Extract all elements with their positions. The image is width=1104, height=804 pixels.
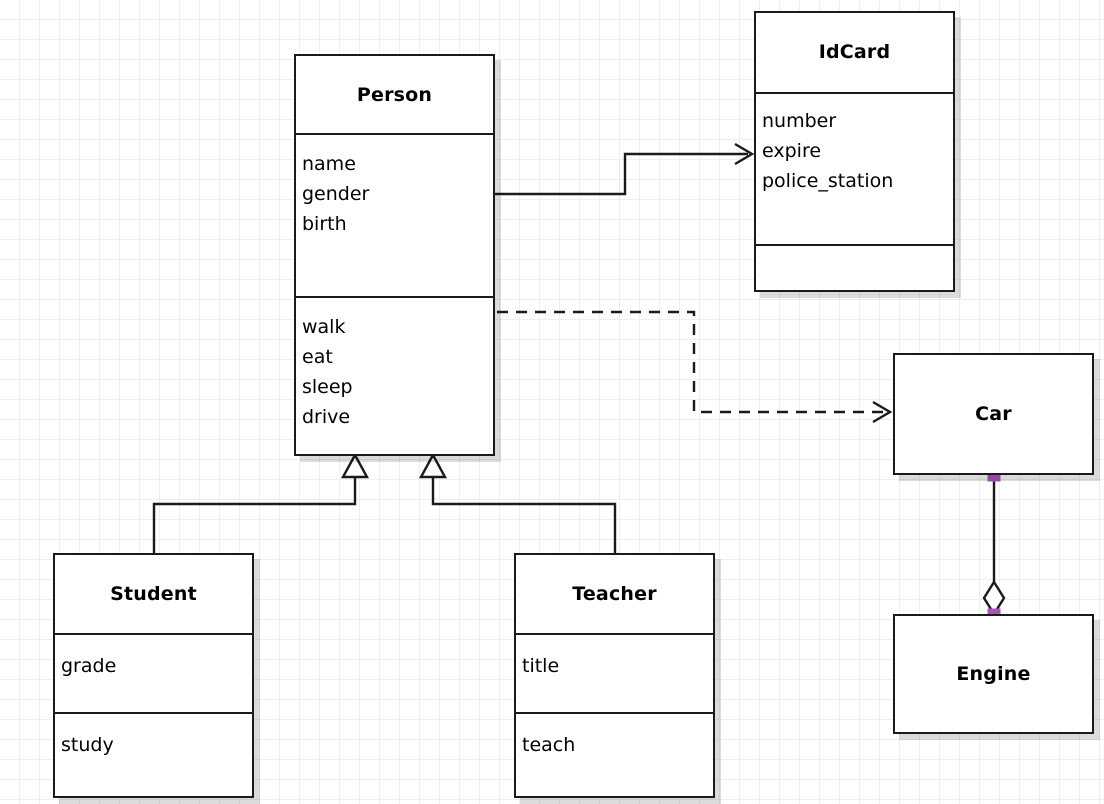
attribute-item: police_station	[762, 169, 894, 192]
class-title: Engine	[956, 663, 1031, 685]
relationship-car-engine[interactable]	[982, 475, 1006, 617]
class-title: Teacher	[572, 583, 657, 606]
class-title: Student	[110, 583, 197, 606]
uml-class-teacher[interactable]: Teacher title teach	[514, 553, 715, 798]
attribute-item: birth	[302, 213, 347, 235]
class-methods-compartment: teach	[516, 712, 713, 796]
method-item: study	[61, 734, 114, 757]
uml-class-engine[interactable]: Engine	[893, 614, 1094, 734]
method-item: sleep	[302, 376, 353, 398]
class-attributes-compartment: grade	[55, 633, 252, 712]
class-name-compartment: Car	[895, 355, 1092, 473]
class-name-compartment: Student	[55, 555, 252, 633]
class-methods-compartment	[756, 244, 953, 290]
relationship-person-idcard[interactable]	[495, 142, 755, 196]
attribute-item: title	[522, 655, 560, 678]
method-item: drive	[302, 406, 351, 428]
attribute-item: number	[762, 109, 837, 132]
class-attributes-compartment: number expire police_station	[756, 91, 953, 245]
class-name-compartment: IdCard	[756, 13, 953, 92]
method-item: walk	[302, 316, 346, 338]
class-name-compartment: Engine	[895, 616, 1092, 732]
class-name-compartment: Person	[296, 56, 493, 133]
attribute-item: grade	[61, 655, 117, 678]
relationship-person-car[interactable]	[497, 310, 893, 424]
method-item: eat	[302, 346, 333, 368]
method-item: teach	[522, 734, 576, 757]
class-title: Person	[356, 83, 433, 106]
uml-class-student[interactable]: Student grade study	[53, 553, 254, 798]
attribute-item: name	[302, 153, 356, 175]
uml-class-person[interactable]: Person name gender birth walk eat sleep …	[294, 54, 495, 456]
class-title: Car	[975, 403, 1012, 425]
class-methods-compartment: study	[55, 712, 252, 796]
class-name-compartment: Teacher	[516, 555, 713, 633]
relationship-student-person[interactable]	[152, 452, 370, 553]
attribute-item: expire	[762, 139, 822, 162]
uml-class-car[interactable]: Car	[893, 353, 1094, 475]
class-title: IdCard	[818, 41, 891, 64]
relationship-teacher-person[interactable]	[418, 452, 617, 553]
class-methods-compartment: walk eat sleep drive	[296, 296, 493, 454]
uml-class-idcard[interactable]: IdCard number expire police_station	[754, 11, 955, 292]
class-attributes-compartment: name gender birth	[296, 133, 493, 296]
class-attributes-compartment: title	[516, 633, 713, 712]
attribute-item: gender	[302, 183, 370, 205]
